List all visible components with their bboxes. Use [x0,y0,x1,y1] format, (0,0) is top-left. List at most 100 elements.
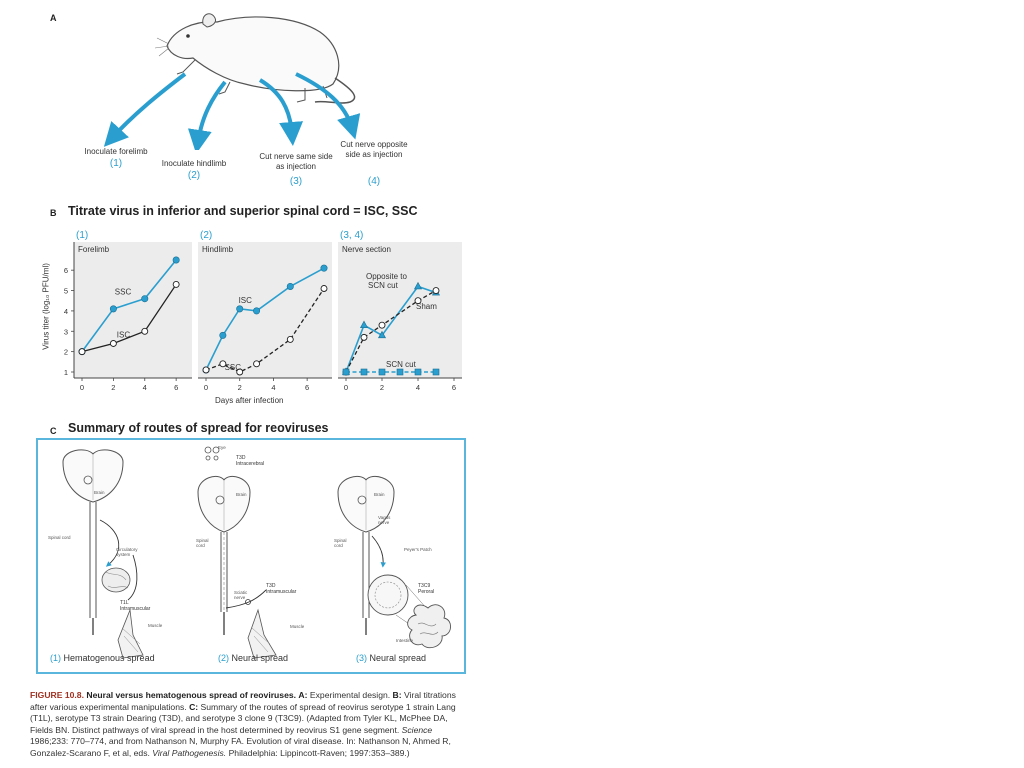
arrow-hindlimb [187,80,227,150]
caption-c-text-3: Philadelphia: Lippincott-Raven; 1997:353… [228,747,410,758]
data-point [141,295,149,303]
x-tick-label: 6 [305,383,309,392]
note-cord-1: Spinal cord [48,535,71,540]
diagram-2-label: Neural spread [231,653,289,663]
diagram-1-label: Hematogenous spread [63,653,155,663]
caption-c-text-1: Summary of the routes of spread of reovi… [30,701,456,735]
x-tick-label: 2 [111,383,115,392]
note-peyer: Peyer's Patch [404,547,432,552]
diagram-1-num: (1) [50,653,61,663]
x-tick-label: 2 [238,383,242,392]
series-line [81,259,177,353]
note-muscle-1: Muscle [148,623,163,628]
annotation-scn-cut: SCN cut [386,360,417,369]
route-4-num: (4) [367,176,381,187]
panel-a-letter: A [50,13,57,23]
series-label: SSC [225,363,242,372]
annotation-sham: Sham [416,302,437,311]
data-point [378,321,386,329]
series-line [205,267,325,371]
series-label: ISC [239,296,253,305]
diagram-3-caption: (3) Neural spread [356,653,426,663]
caption-fig-number: FIGURE 10.8. [30,690,84,700]
data-point [78,348,86,356]
data-point [172,280,180,288]
diagram-3-num: (3) [356,653,367,663]
data-point [432,287,440,294]
caption-b-label: B: [392,690,402,700]
y-tick-label: 1 [64,368,68,377]
series-label: SSC [115,288,132,297]
x-tick-label: 4 [271,383,275,392]
diagram-neural-vagus [337,476,451,649]
panel-c-heading: Summary of routes of spread for reovirus… [68,421,329,435]
data-point [286,282,294,290]
series-label: ISC [117,330,131,339]
note-brain-2: Brain [236,492,247,497]
data-point [109,305,117,313]
route-2-label: Inoculate hindlimb [161,159,227,168]
series-line [81,284,177,353]
diagram-2-caption: (2) Neural spread [218,653,288,663]
diagram-neural-sciatic [197,446,277,659]
caption-a-label: A: [298,690,308,700]
panel-b-heading: Titrate virus in inferior and superior s… [68,204,418,218]
caption-title: Neural versus hematogenous spread of reo… [86,690,297,700]
x-tick-label: 0 [204,383,208,392]
y-tick-label: 5 [64,287,68,296]
data-point [219,360,227,368]
data-point [414,368,422,376]
panel-c-letter: C [50,426,57,436]
arrow-forelimb [103,72,187,147]
data-point [360,333,368,341]
diagram-1-caption: (1) Hematogenous spread [50,653,155,663]
y-tick-label: 3 [64,327,68,336]
note-t3d-ic: T3D Intracerebral [236,455,265,467]
caption-a-text: Experimental design. [309,690,391,700]
data-point [236,305,244,313]
note-t1l: T1L Intramuscular [120,600,151,612]
data-point [172,256,180,264]
note-intestine: Intestine [396,638,414,643]
routes-summary-box: Brain Spinal cord Circulatory system T1L… [36,438,466,674]
data-point [377,330,387,339]
data-point [236,368,244,376]
note-sciatic: Sciatic nerve [234,590,248,600]
data-point [109,340,117,347]
caption-c-label: C: [189,701,199,712]
figure-caption: FIGURE 10.8. Neural versus hematogenous … [30,690,460,759]
plot-title-1: Forelimb [78,245,110,254]
panel-b-letter: B [50,208,57,218]
x-tick-label: 4 [416,383,420,392]
y-tick-label: 2 [64,348,68,357]
plot-title-3: Nerve section [342,245,391,254]
caption-journal: Science [401,724,433,735]
diagram-2-num: (2) [218,653,229,663]
note-muscle-2: Muscle [290,624,305,629]
diagram-hematogenous [62,449,144,659]
x-tick-label: 6 [452,383,456,392]
note-cord-2: Spinal cord [196,538,209,548]
route-2-num: (2) [187,170,201,181]
route-4-label: Cut nerve opposite side as injection [340,140,408,159]
caption-c-text-2: 1986;233: 770–774, and from Nathanson N,… [30,736,451,758]
note-brain-3: Brain [374,492,385,497]
data-point [396,368,404,376]
plot-number-3: (3, 4) [340,230,363,241]
note-t3c9: T3C9 Peroral [418,583,435,595]
data-point [432,368,440,376]
route-3-num: (3) [289,176,303,187]
x-tick-label: 0 [80,383,84,392]
note-cord-3: Spinal cord [334,538,347,548]
data-point [286,335,294,343]
x-tick-label: 2 [380,383,384,392]
x-tick-label: 6 [174,383,178,392]
x-tick-label: 0 [344,383,348,392]
arrow-nerve-opposite [295,72,361,140]
rat-illustration [155,13,356,104]
note-brain-1: Brain [94,490,105,495]
note-eye: Eye [218,445,226,450]
caption-book: Viral Pathogenesis. [152,747,227,758]
route-1-label: Inoculate forelimb [84,147,148,156]
